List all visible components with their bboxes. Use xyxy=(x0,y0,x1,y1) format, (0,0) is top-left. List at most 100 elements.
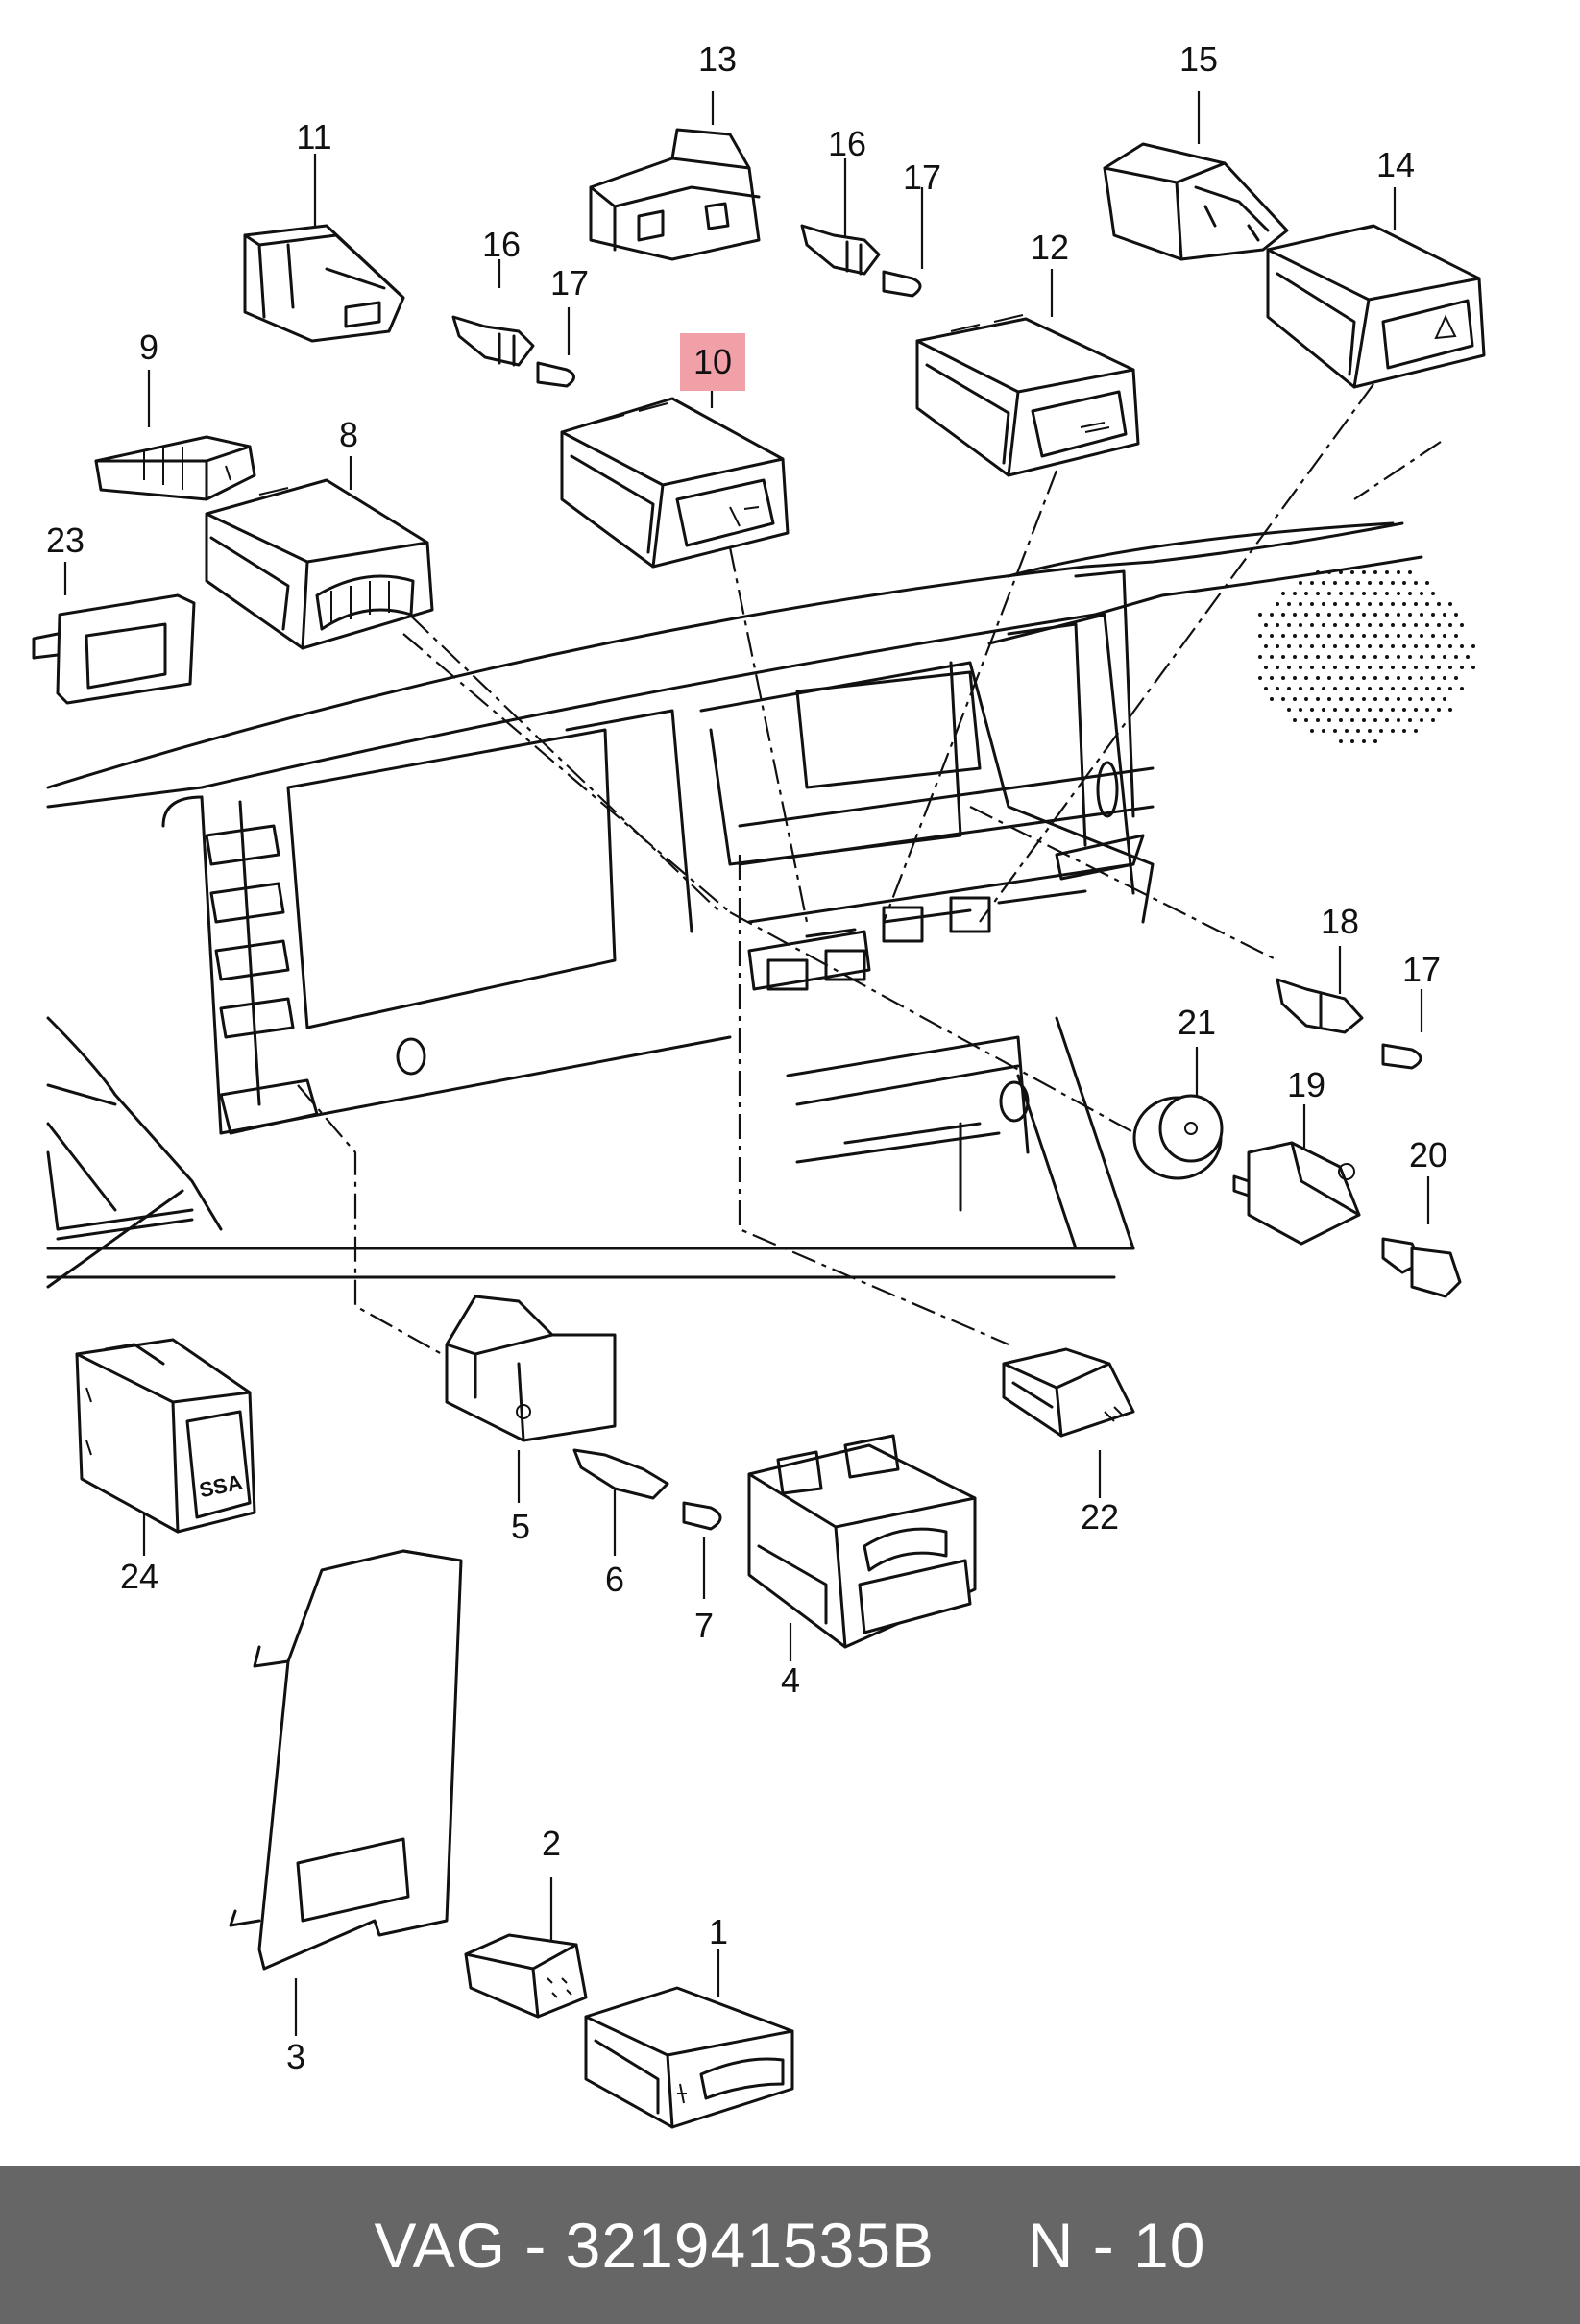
grille-dot xyxy=(1339,718,1343,722)
grille-dot xyxy=(1299,602,1302,606)
part-21-knob xyxy=(1132,1094,1224,1180)
leader-lines xyxy=(63,91,1442,2036)
grille-dot xyxy=(1293,592,1297,595)
grille-dot xyxy=(1350,739,1354,743)
grille-dot xyxy=(1431,634,1435,638)
grille-dot xyxy=(1362,697,1366,701)
grille-dot xyxy=(1368,581,1372,585)
grille-dot xyxy=(1373,655,1377,659)
grille-dot xyxy=(1339,570,1343,574)
grille-dot xyxy=(1316,570,1320,574)
grille-dot xyxy=(1391,581,1395,585)
callout-18: 18 xyxy=(1320,902,1360,941)
grille-dot xyxy=(1310,666,1314,669)
grille-dot xyxy=(1304,655,1308,659)
part-12-rocker-switch xyxy=(915,314,1140,477)
part-20-knob xyxy=(1381,1237,1462,1298)
grille-dot xyxy=(1350,570,1354,574)
grille-dot xyxy=(1379,708,1383,712)
grille-dot xyxy=(1420,592,1423,595)
grille-dot xyxy=(1345,581,1349,585)
grille-dot xyxy=(1270,634,1274,638)
grille-dot xyxy=(1316,718,1320,722)
callout-3: 3 xyxy=(285,2037,306,2076)
grille-dot xyxy=(1454,613,1458,617)
grille-dot xyxy=(1454,676,1458,680)
grille-dot xyxy=(1420,655,1423,659)
grille-dot xyxy=(1385,592,1389,595)
grille-dot xyxy=(1258,676,1262,680)
grille-dot xyxy=(1276,687,1279,690)
callout-17-right: 17 xyxy=(1401,950,1442,989)
grille-dot xyxy=(1345,666,1349,669)
grille-dot xyxy=(1322,729,1325,733)
grille-dot xyxy=(1304,592,1308,595)
grille-dot xyxy=(1270,697,1274,701)
callout-17-left: 17 xyxy=(549,263,590,303)
grille-dot xyxy=(1310,729,1314,733)
grille-dot xyxy=(1397,592,1400,595)
grille-dot xyxy=(1362,718,1366,722)
grille-dot xyxy=(1345,687,1349,690)
grille-dot xyxy=(1408,697,1412,701)
grille-dot xyxy=(1408,592,1412,595)
grille-dot xyxy=(1327,570,1331,574)
grille-dot xyxy=(1460,644,1464,648)
callout-17-upper: 17 xyxy=(902,157,942,197)
grille-dot xyxy=(1362,570,1366,574)
grille-dot xyxy=(1373,739,1377,743)
grille-dot xyxy=(1339,655,1343,659)
grille-dot xyxy=(1397,676,1400,680)
grille-dot xyxy=(1397,634,1400,638)
grille-dot xyxy=(1299,708,1302,712)
grille-dot xyxy=(1408,718,1412,722)
grille-dot xyxy=(1373,613,1377,617)
grille-dot xyxy=(1362,613,1366,617)
grille-dot xyxy=(1299,644,1302,648)
part-2-connector xyxy=(464,1933,588,2019)
grille-dot xyxy=(1310,623,1314,627)
grille-dot xyxy=(1350,676,1354,680)
grille-dot xyxy=(1402,623,1406,627)
part-1-switch xyxy=(584,1986,794,2129)
callout-6: 6 xyxy=(604,1560,625,1599)
grille-dot xyxy=(1431,697,1435,701)
grille-dot xyxy=(1276,623,1279,627)
grille-dot xyxy=(1316,676,1320,680)
grille-dot xyxy=(1276,602,1279,606)
grille-dot xyxy=(1333,602,1337,606)
grille-dot xyxy=(1443,655,1446,659)
grille-dot xyxy=(1373,718,1377,722)
grille-dot xyxy=(1345,644,1349,648)
part-15-connector xyxy=(1103,142,1289,261)
grille-dot xyxy=(1299,666,1302,669)
grille-dot xyxy=(1339,697,1343,701)
grille-dot xyxy=(1385,634,1389,638)
part-16-bulb-holder-b xyxy=(800,224,881,276)
grille-dot xyxy=(1293,718,1297,722)
grille-dot xyxy=(1299,623,1302,627)
grille-dot xyxy=(1287,644,1291,648)
grille-dot xyxy=(1258,634,1262,638)
grille-dot xyxy=(1270,655,1274,659)
grille-dot xyxy=(1402,644,1406,648)
part-18-bulb-holder xyxy=(1276,978,1364,1034)
grille-dot xyxy=(1356,581,1360,585)
grille-dot xyxy=(1408,676,1412,680)
grille-dot xyxy=(1397,655,1400,659)
grille-dot xyxy=(1420,613,1423,617)
grille-dot xyxy=(1448,666,1452,669)
grille-dot xyxy=(1397,697,1400,701)
grille-dot xyxy=(1287,687,1291,690)
callout-1: 1 xyxy=(708,1912,729,1951)
grille-dot xyxy=(1356,687,1360,690)
grille-dot xyxy=(1322,666,1325,669)
grille-dot xyxy=(1414,687,1418,690)
speaker-grille xyxy=(1258,570,1475,743)
grille-dot xyxy=(1281,655,1285,659)
grille-dot xyxy=(1362,655,1366,659)
grille-dot xyxy=(1425,602,1429,606)
grille-dot xyxy=(1287,602,1291,606)
grille-dot xyxy=(1362,739,1366,743)
grille-dot xyxy=(1448,623,1452,627)
